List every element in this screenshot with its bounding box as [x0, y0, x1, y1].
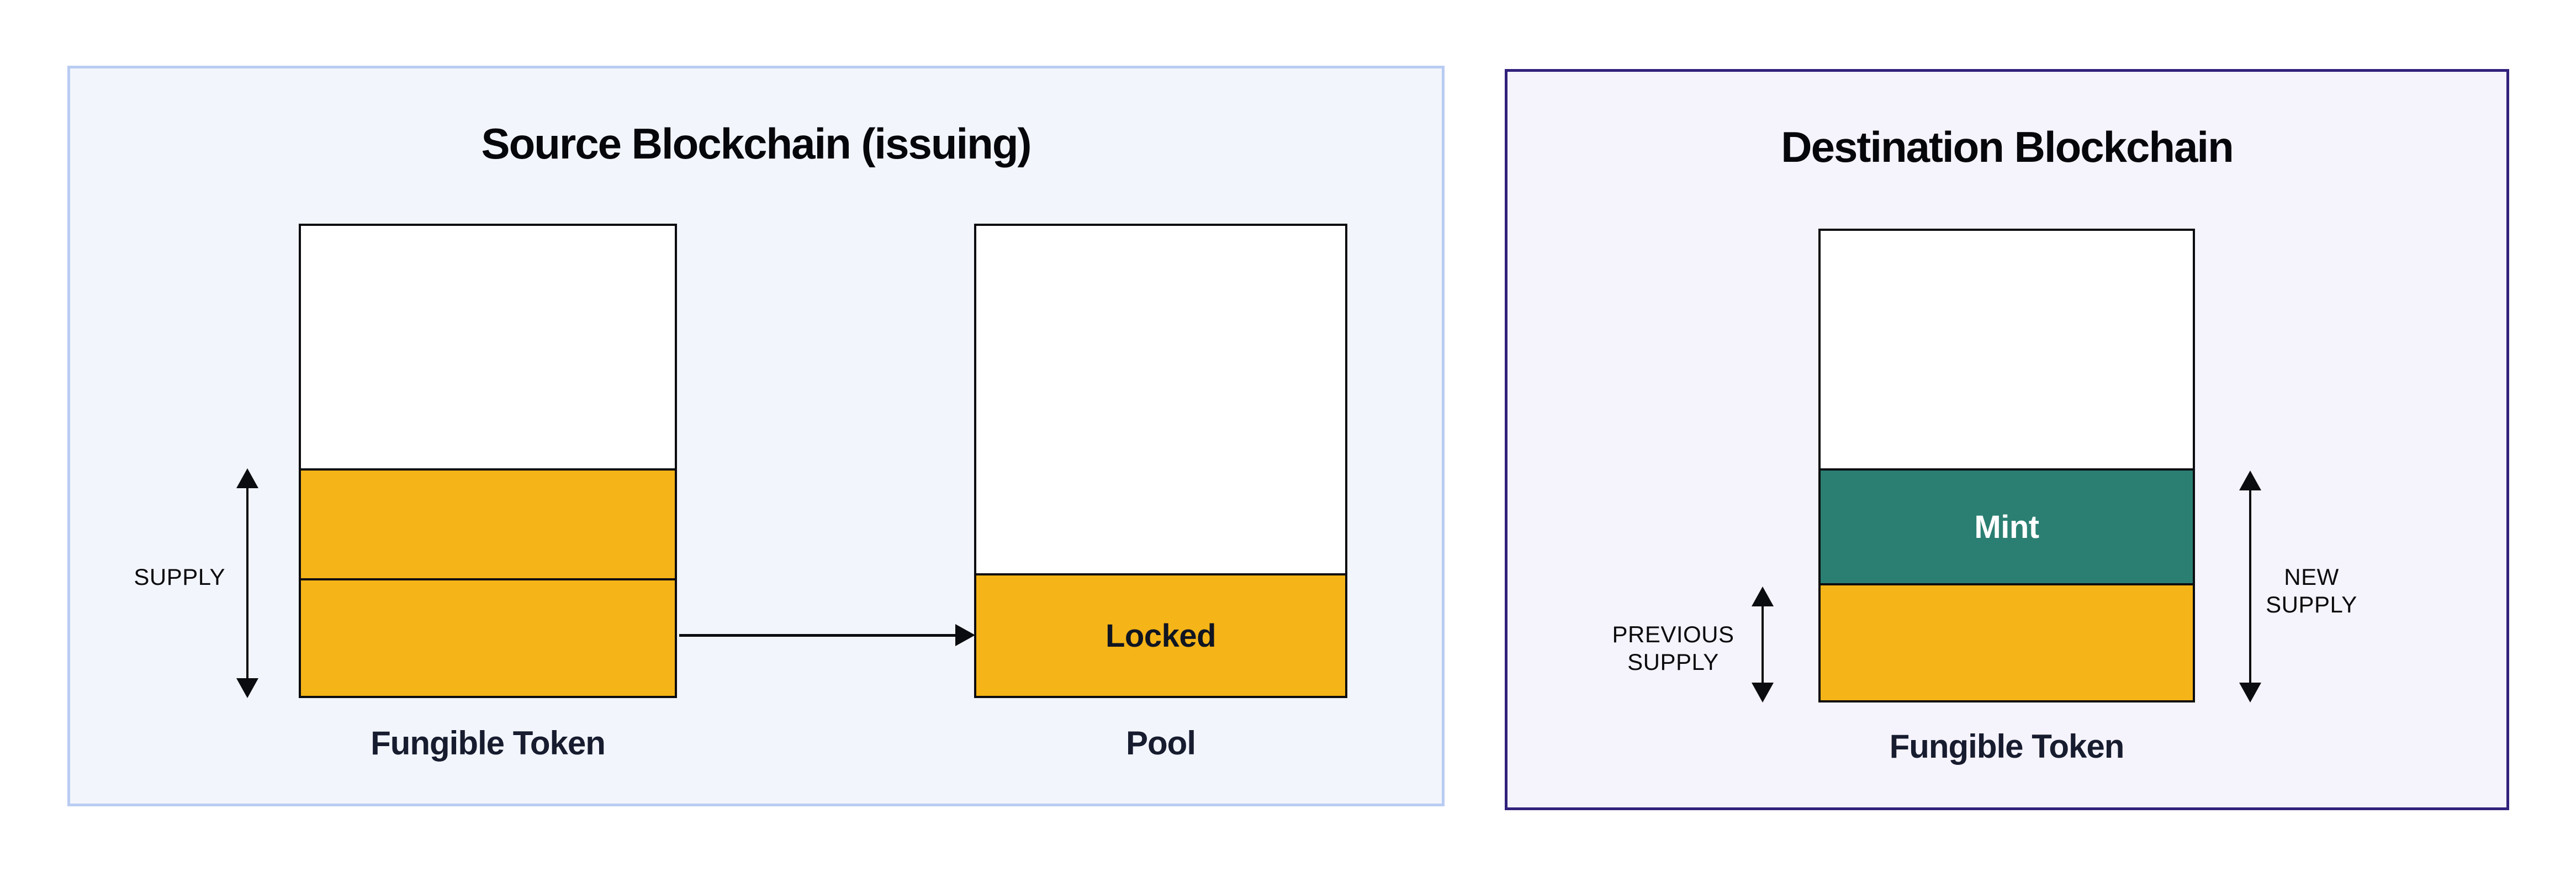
locked-label: Locked [1105, 617, 1216, 654]
supply-label: SUPPLY [134, 564, 225, 590]
new-supply-label-line1: NEW [2284, 564, 2339, 590]
mint-label: Mint [1974, 509, 2039, 545]
new-supply-label: NEW SUPPLY [2251, 563, 2372, 619]
destination-panel-title: Destination Blockchain [1781, 123, 2234, 171]
dest-token-previous-supply-section [1821, 585, 2193, 700]
arrow-right-icon [955, 624, 975, 646]
source-token-supply-section [301, 468, 675, 696]
pool-locked-section: Locked [976, 573, 1345, 696]
previous-supply-label-line1: PREVIOUS [1612, 621, 1734, 647]
dest-fungible-token-label: Fungible Token [1889, 728, 2125, 765]
new-supply-label-line2: SUPPLY [2266, 591, 2357, 617]
arrow-shaft [246, 484, 248, 683]
new-supply-range-arrow [2239, 471, 2261, 702]
arrow-down-icon [236, 678, 258, 698]
source-fungible-token-box [299, 224, 677, 698]
dest-token-empty-section [1821, 231, 2193, 468]
arrow-shaft [2249, 486, 2251, 687]
pool-label: Pool [1126, 725, 1196, 762]
arrow-shaft [679, 634, 956, 637]
dest-fungible-token-box: Mint [1818, 229, 2195, 702]
previous-supply-label: PREVIOUS SUPPLY [1596, 621, 1750, 676]
lock-flow-arrow [679, 623, 975, 647]
source-fungible-token-label: Fungible Token [371, 725, 606, 762]
previous-supply-label-line2: SUPPLY [1627, 649, 1719, 675]
source-token-divider-line [301, 578, 675, 580]
pool-empty-section [976, 226, 1345, 573]
arrow-down-icon [1752, 683, 1774, 702]
source-panel-title: Source Blockchain (issuing) [481, 119, 1032, 168]
previous-supply-range-arrow [1752, 587, 1774, 702]
arrow-shaft [1762, 602, 1764, 687]
source-token-empty-section [301, 226, 675, 468]
dest-token-mint-section: Mint [1821, 468, 2193, 585]
pool-box: Locked [974, 224, 1347, 698]
supply-range-arrow [236, 468, 258, 698]
arrow-down-icon [2239, 683, 2261, 702]
